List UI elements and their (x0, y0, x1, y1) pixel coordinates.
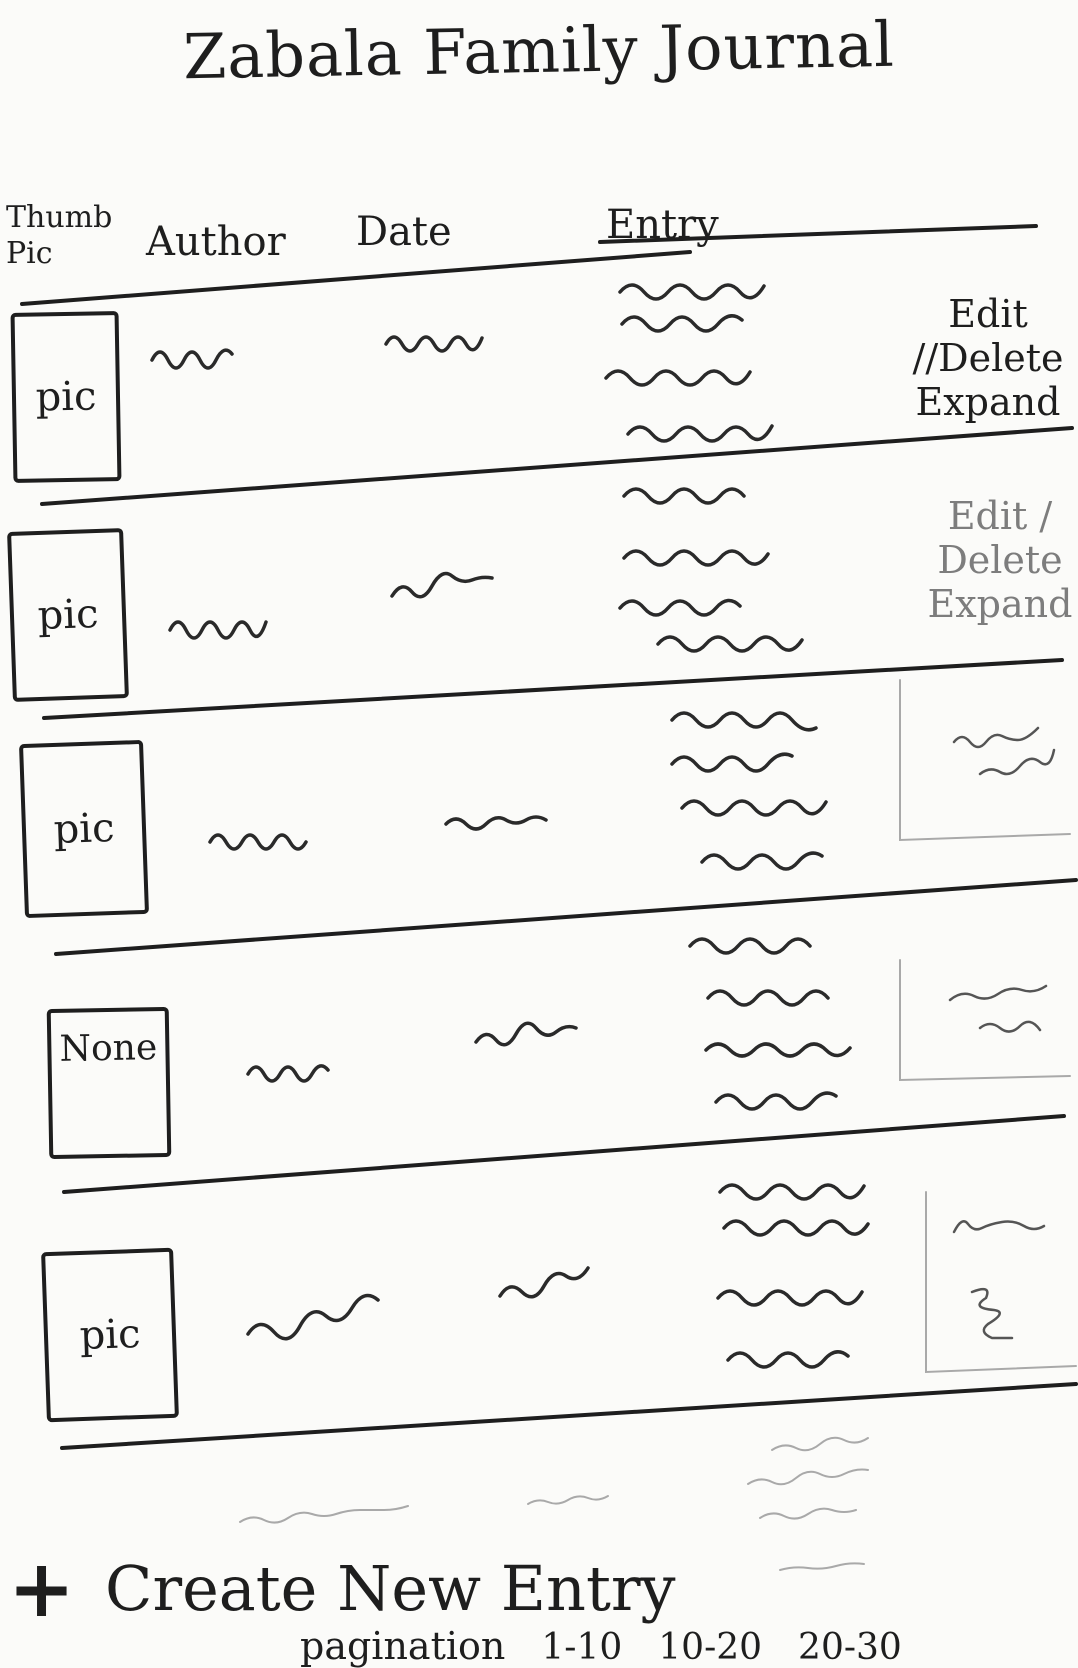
text-placeholder-squiggles (150, 335, 590, 1341)
row-divider-5 (60, 1382, 1078, 1450)
pagination-page-1[interactable]: 1-10 (541, 1627, 623, 1668)
edit-delete-link[interactable]: Edit //Delete (912, 292, 1064, 380)
column-header-author: Author (146, 219, 286, 265)
row-divider-1 (40, 426, 1074, 506)
pagination-label: pagination (300, 1624, 506, 1668)
row-divider-2 (42, 658, 1064, 720)
column-header-thumb-line2: Pic (6, 236, 53, 271)
column-header-thumb-line1: Thumb (6, 200, 113, 235)
row-divider-3 (54, 878, 1078, 956)
pagination: pagination 1-10 10-20 20-30 (300, 1624, 902, 1668)
column-header-date: Date (356, 209, 452, 255)
header-rule-right (598, 224, 1038, 244)
expand-link[interactable]: Expand (915, 380, 1061, 424)
action-placeholder-squiggles (948, 726, 1056, 1340)
row-divider-4 (62, 1114, 1066, 1194)
header-rule (20, 250, 692, 306)
edit-delete-link[interactable]: Edit / Delete (937, 494, 1063, 582)
column-header-thumb: Thumb Pic (6, 200, 112, 272)
table-row-1-actions: Edit //Delete Expand (900, 292, 1076, 424)
create-new-entry-button[interactable]: + Create New Entry (8, 1548, 676, 1628)
pagination-page-3[interactable]: 20-30 (798, 1627, 902, 1668)
entry-placeholder-squiggles (604, 283, 870, 1369)
create-new-entry-label: Create New Entry (105, 1551, 676, 1625)
expand-link[interactable]: Expand (927, 582, 1073, 626)
pagination-page-2[interactable]: 10-20 (658, 1627, 763, 1668)
plus-icon: + (8, 1541, 76, 1635)
ghost-strokes (239, 679, 1077, 1571)
table-row-2-actions: Edit / Delete Expand (920, 494, 1078, 626)
